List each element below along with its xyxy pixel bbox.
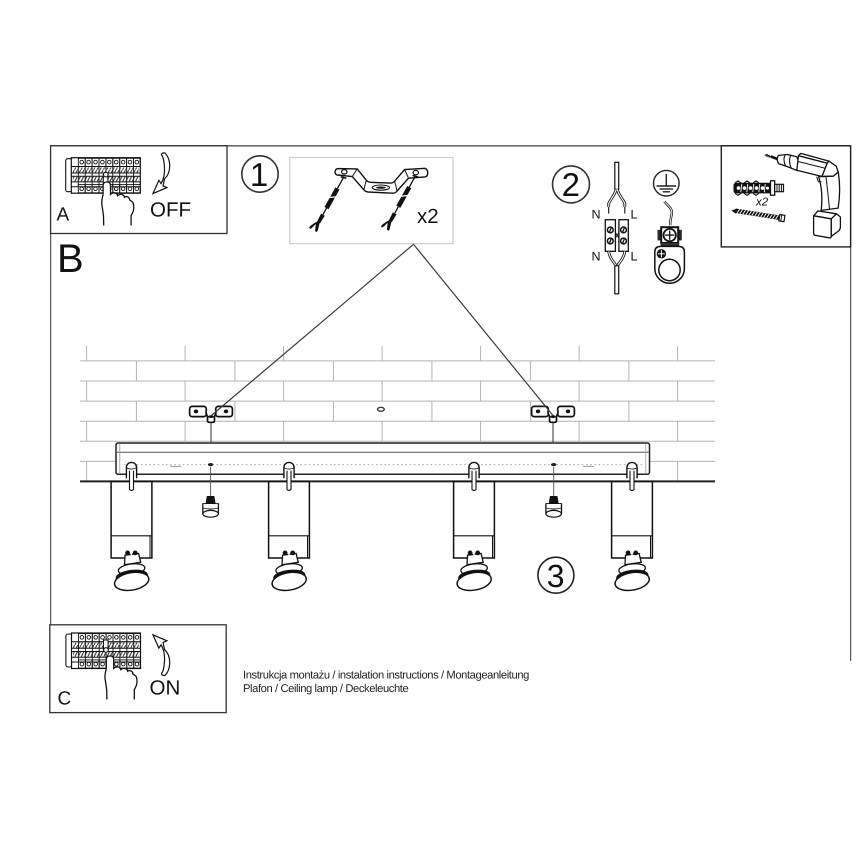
svg-text:3: 3 [547,558,565,594]
svg-text:N: N [592,208,601,222]
svg-text:x2: x2 [417,205,439,228]
svg-text:ON: ON [150,677,181,700]
svg-text:N: N [592,250,601,264]
svg-text:Instrukcja montażu / instalati: Instrukcja montażu / instalation instruc… [243,670,529,682]
svg-text:1: 1 [250,156,268,193]
svg-text:C: C [58,689,72,710]
svg-text:A: A [57,205,70,226]
svg-text:OFF: OFF [150,198,191,221]
svg-text:L: L [631,250,638,264]
svg-text:x2: x2 [755,196,769,208]
svg-text:B: B [57,237,84,281]
svg-text:L: L [631,208,638,222]
svg-text:Plafon / Ceiling lamp / Deckel: Plafon / Ceiling lamp / Deckeleuchte [243,683,408,695]
svg-text:2: 2 [562,166,580,203]
